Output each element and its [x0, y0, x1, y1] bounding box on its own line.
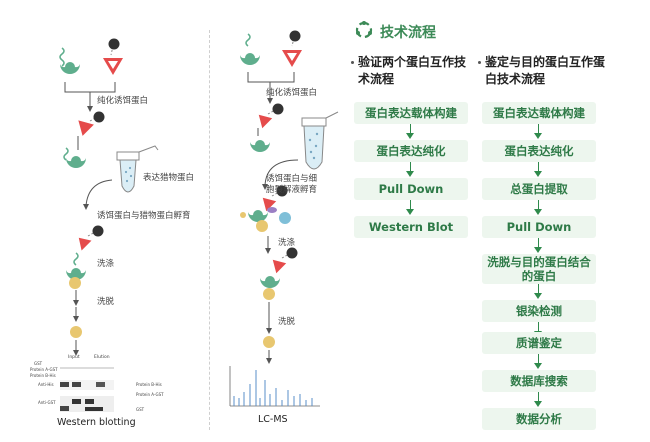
flow-b-connector — [538, 322, 539, 332]
blot-header-elution: Elution — [94, 355, 110, 360]
flow-b-step: 数据库搜索 — [482, 370, 596, 392]
left-step2-label: 诱饵蛋白与猎物蛋白孵育 — [97, 211, 191, 221]
mid-caption: LC-MS — [258, 414, 288, 425]
panel-divider — [209, 30, 210, 430]
flow-a-arrow — [406, 171, 414, 177]
flow-b-arrow — [534, 171, 542, 177]
western-blot-image — [60, 367, 114, 412]
flow-a-step: Pull Down — [354, 178, 468, 200]
left-tube-label: 表达猎物蛋白 — [143, 173, 195, 183]
blot-row-protein-b: Protein B-His — [30, 373, 56, 378]
complex-icon — [66, 225, 104, 289]
flow-b-step: 银染检测 — [482, 300, 596, 322]
blot-row-protein-a: Protein A-GST — [30, 367, 58, 372]
bait-gst-complex-icon — [78, 111, 105, 136]
blot-side-anti-his: Anti-His — [38, 382, 54, 387]
flow-b-step: 质谱鉴定 — [482, 332, 596, 354]
flow-b-step: Pull Down — [482, 216, 596, 238]
blot-right-protein-a: Protein A-GST — [136, 392, 164, 397]
flow-b-arrow — [534, 293, 542, 299]
mid-elute-label: 洗脱 — [278, 317, 296, 327]
left-elute-label: 洗脱 — [97, 297, 115, 307]
blot-side-anti-gst: Anti-GST — [38, 400, 56, 405]
blot-row-gst: GST — [34, 361, 43, 366]
flow-b-connector — [538, 200, 539, 210]
flow-a-bullet — [351, 61, 354, 64]
left-caption: Western blotting — [57, 417, 136, 428]
mid-wash-label: 洗涤 — [278, 238, 296, 248]
flow-b-connector — [538, 162, 539, 172]
flow-a-connector — [410, 124, 411, 134]
flow-b-connector — [538, 124, 539, 134]
flow-b-step: 数据分析 — [482, 408, 596, 430]
flow-a-arrow — [406, 209, 414, 215]
gst-tag-icon — [103, 38, 123, 75]
flow-b-arrow — [534, 209, 542, 215]
mid-step1-label: 纯化诱饵蛋白 — [266, 88, 318, 98]
flow-b-arrow — [534, 247, 542, 253]
flow-b-connector — [538, 392, 539, 402]
blot-right-protein-b: Protein B-His — [136, 382, 162, 387]
left-schematic — [59, 38, 159, 412]
flow-b-connector — [538, 238, 539, 248]
cycle-icon — [355, 21, 373, 39]
blot-right-gst: GST — [136, 407, 145, 412]
bait-protein-icon — [59, 47, 80, 74]
flow-b-connector — [538, 354, 539, 364]
flow-b-arrow — [534, 401, 542, 407]
blot-header-input: Input — [68, 355, 80, 360]
left-wash-label: 洗涤 — [97, 259, 115, 269]
tube-icon — [116, 145, 159, 193]
middle-schematic — [229, 30, 339, 407]
flow-a-arrow — [406, 133, 414, 139]
flow-b-arrow — [534, 133, 542, 139]
section-title: 技术流程 — [380, 25, 436, 41]
flow-a-heading: 验证两个蛋白互作技术流程 — [358, 55, 467, 86]
flow-b-bullet — [478, 61, 481, 64]
flow-b-heading: 鉴定与目的蛋白互作蛋白技术流程 — [485, 55, 606, 86]
flow-b-step: 蛋白表达纯化 — [482, 140, 596, 162]
flow-a-step: Western Blot — [354, 216, 468, 238]
flow-a-connector — [410, 162, 411, 172]
flow-b-connector — [538, 284, 539, 294]
flow-b-arrow — [534, 363, 542, 369]
flow-b-step: 洗脱与目的蛋白结合的蛋白 — [482, 254, 596, 284]
flow-b-step: 蛋白表达载体构建 — [482, 102, 596, 124]
flow-a-connector — [410, 200, 411, 210]
flow-a-step: 蛋白表达载体构建 — [354, 102, 468, 124]
left-step1-label: 纯化诱饵蛋白 — [97, 96, 149, 106]
lc-ms-spectrum-image — [229, 366, 320, 407]
flow-b-step: 总蛋白提取 — [482, 178, 596, 200]
mid-incubate-label: 诱饵蛋白与细胞裂解液孵育 — [266, 174, 318, 195]
flow-a-step: 蛋白表达纯化 — [354, 140, 468, 162]
